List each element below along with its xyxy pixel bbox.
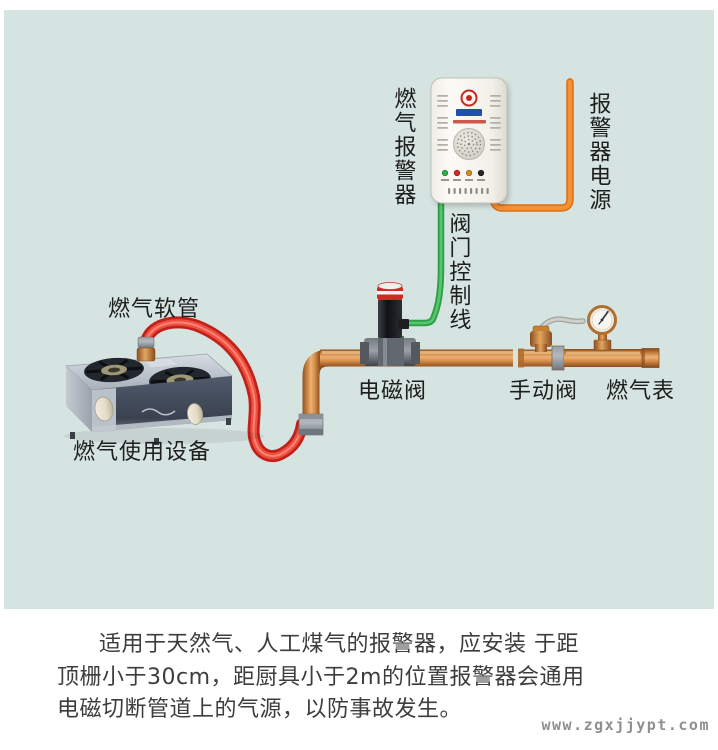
- stove-knob-right: [187, 403, 203, 425]
- caption-line-3: 电磁切断管道上的气源，以防事故发生。: [57, 697, 463, 722]
- gas-stove: [64, 336, 264, 445]
- pipe-end-cap: [641, 348, 660, 368]
- label-gas-meter: 燃气表: [606, 379, 676, 404]
- solenoid-coil: [378, 299, 402, 338]
- manual-valve: [530, 316, 586, 352]
- bottom-vents-icon: [448, 188, 489, 194]
- solenoid-connector: [398, 319, 409, 329]
- caption-line-1: 适用于天然气、人工煤气的报警器，应安装 于距: [99, 632, 579, 657]
- led-yellow-icon: [465, 169, 473, 177]
- label-gas-appliance: 燃气使用设备: [73, 440, 212, 465]
- pipe-joint-gap: [513, 348, 518, 368]
- installation-diagram: 燃气报警器 报警器电源 阀门控制线 燃气软管 电磁阀 手动阀 燃气表 燃气使用设…: [4, 10, 714, 609]
- caption-text: 适用于天然气、人工煤气的报警器，应安装 于距 顶栅小于30cm，距厨具小于2m的…: [57, 629, 635, 727]
- label-alarm-power: 报警器电源: [585, 92, 611, 212]
- label-gas-hose: 燃气软管: [108, 297, 201, 322]
- watermark-url: www.zgxjjypt.com: [541, 716, 710, 734]
- diagram-graphics: [4, 10, 714, 609]
- pressure-gauge: [587, 305, 617, 351]
- led-red-icon: [453, 169, 461, 177]
- side-vents-icon: [437, 95, 501, 151]
- pipe-coupling: [551, 345, 565, 371]
- product-name-text: [453, 120, 486, 124]
- stove-brand-script: [141, 408, 176, 416]
- led-indicators: [441, 169, 485, 181]
- speaker-grille-icon: [453, 128, 485, 160]
- led-green-icon: [441, 169, 449, 177]
- label-manual-valve: 手动阀: [509, 379, 579, 404]
- label-valve-control-line: 阀门控制线: [445, 212, 471, 332]
- stove-knob-left: [94, 396, 114, 422]
- brand-badge: [456, 109, 482, 116]
- burner-left-icon: [84, 357, 144, 383]
- label-gas-alarm: 燃气报警器: [390, 87, 416, 207]
- gas-hose-line: [140, 316, 308, 463]
- label-solenoid-valve: 电磁阀: [358, 379, 428, 404]
- gas-alarm-device: [430, 77, 508, 204]
- solenoid-cap: [377, 282, 403, 300]
- caption-line-2: 顶栅小于30cm，距厨具小于2m的位置报警器会通用: [57, 664, 585, 690]
- led-dark-icon: [477, 169, 485, 177]
- control-wire: [398, 192, 445, 327]
- hose-pipe-fitting: [298, 413, 324, 436]
- brand-logo-icon: [460, 89, 478, 107]
- stove-inlet-fitting: [136, 336, 156, 362]
- solenoid-valve: [360, 282, 420, 366]
